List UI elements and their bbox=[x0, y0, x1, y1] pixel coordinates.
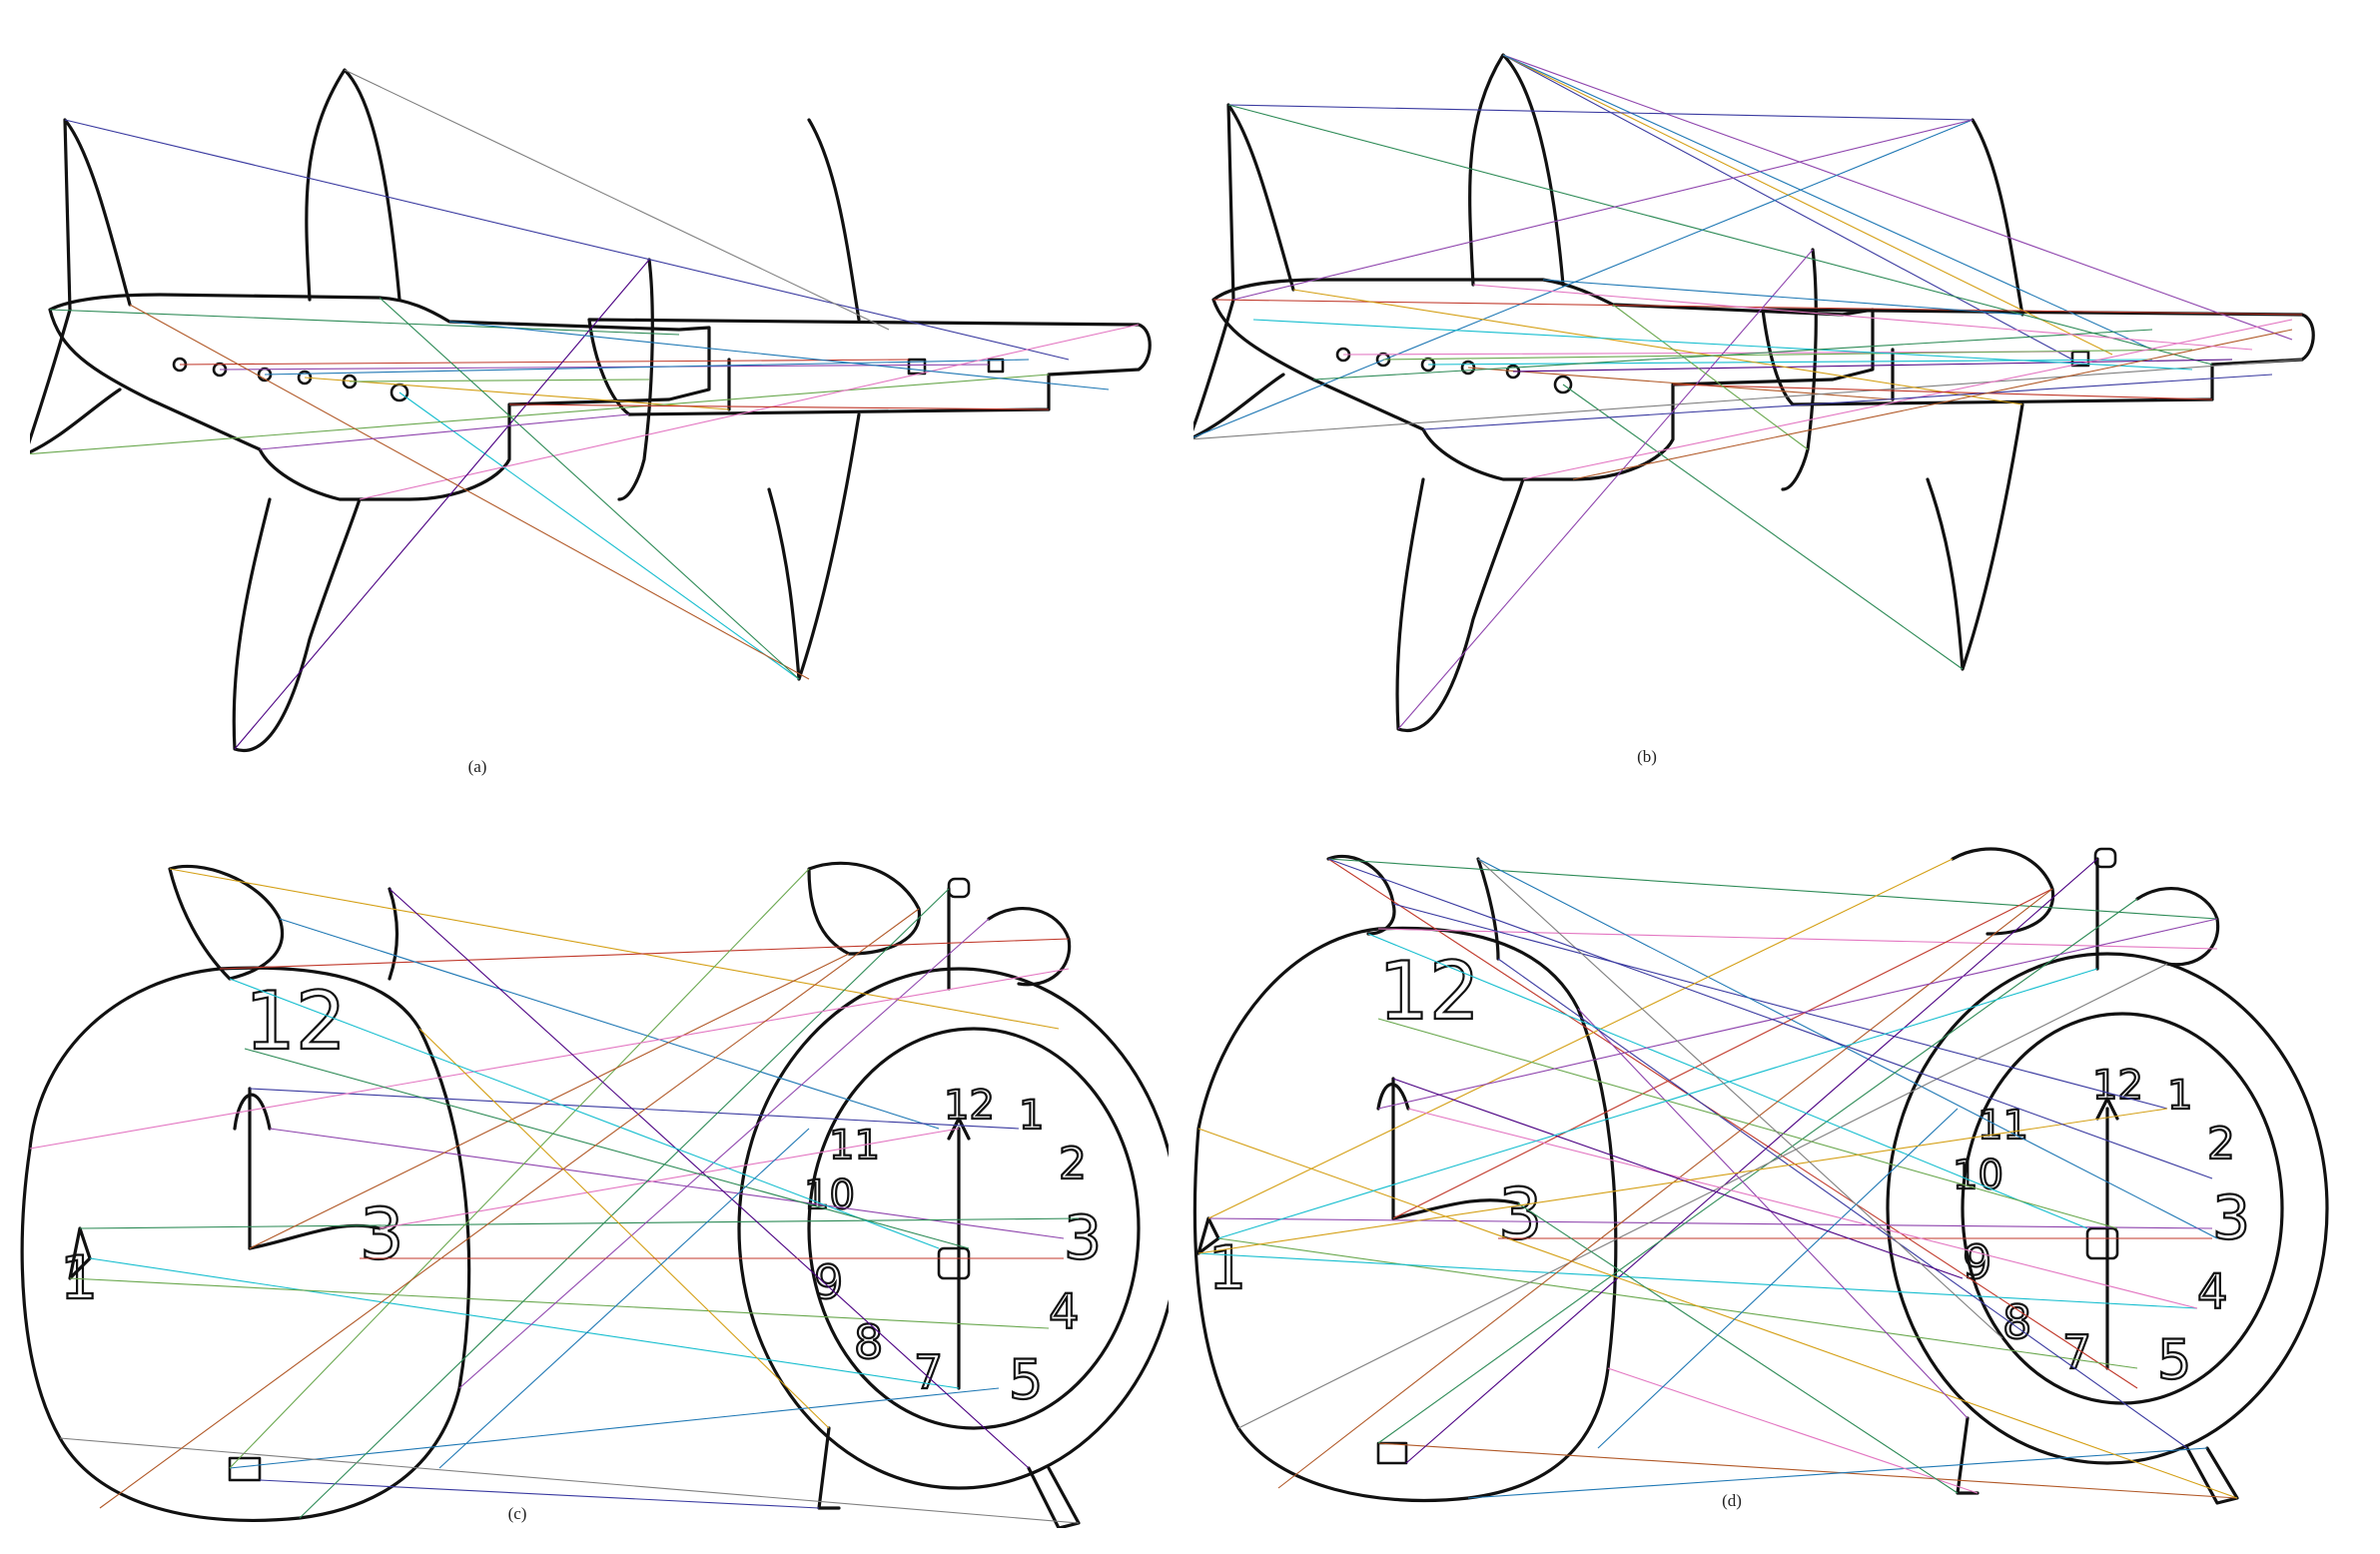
clock-left-sketch: 12 3 1 bbox=[20, 864, 471, 1522]
clock-numeral-4: 4 bbox=[1049, 1284, 1080, 1340]
clock-numeral-3: 3 bbox=[1064, 1203, 1102, 1273]
caption-b: (b) bbox=[1637, 747, 1657, 766]
clock-numeral-2: 2 bbox=[1059, 1139, 1087, 1189]
caption-a: (a) bbox=[467, 757, 487, 776]
caption-c: (c) bbox=[507, 1504, 527, 1523]
clock-numeral-2: 2 bbox=[2207, 1119, 2235, 1169]
clock-numeral-3: 3 bbox=[2212, 1183, 2250, 1253]
clock-numeral-11: 11 bbox=[829, 1123, 880, 1168]
panel-d-clock-matches: 12 3 1 12 1 2 3 4 5 7 8 9 10 11 bbox=[1179, 829, 2367, 1508]
clock-left-sketch: 12 3 1 bbox=[1192, 854, 1618, 1503]
left-numeral-1: 1 bbox=[1208, 1233, 1246, 1303]
match-lines-c bbox=[29, 868, 1080, 1524]
clock-numeral-12: 12 bbox=[2092, 1063, 2143, 1109]
left-numeral-3: 3 bbox=[1498, 1173, 1543, 1255]
panel-a-canvas bbox=[30, 68, 1152, 753]
clock-numeral-5: 5 bbox=[2157, 1328, 2191, 1391]
clock-numeral-9: 9 bbox=[1963, 1235, 1991, 1289]
match-lines-b bbox=[1193, 54, 2303, 730]
left-numeral-12: 12 bbox=[245, 975, 347, 1068]
clock-numeral-1: 1 bbox=[2167, 1073, 2192, 1119]
clock-numeral-10: 10 bbox=[1953, 1153, 2003, 1198]
clock-numeral-7: 7 bbox=[914, 1345, 943, 1399]
clock-numeral-9: 9 bbox=[814, 1255, 843, 1309]
clock-numeral-5: 5 bbox=[1009, 1348, 1043, 1411]
panel-a-airplane-matches bbox=[30, 60, 1179, 759]
airplane-right-sketch bbox=[587, 118, 1152, 681]
panel-c-clock-matches: 12 3 1 12 1 2 3 4 5 7 8 9 10 11 bbox=[0, 829, 1169, 1528]
clock-numeral-1: 1 bbox=[1019, 1093, 1044, 1139]
airplane-left-sketch bbox=[1193, 53, 1875, 733]
panel-c-canvas: 12 3 1 12 1 2 3 4 5 7 8 9 10 11 bbox=[20, 861, 1169, 1528]
clock-numeral-12: 12 bbox=[944, 1083, 995, 1129]
caption-d: (d) bbox=[1722, 1491, 1742, 1510]
clock-right-sketch: 12 1 2 3 4 5 7 8 9 10 11 bbox=[1886, 847, 2329, 1505]
airplane-right-sketch bbox=[1761, 118, 2315, 671]
clock-numeral-10: 10 bbox=[804, 1172, 855, 1218]
clock-numeral-4: 4 bbox=[2197, 1264, 2228, 1320]
panel-b-canvas bbox=[1193, 53, 2315, 733]
panel-d-canvas: 12 3 1 12 1 2 3 4 5 7 8 9 10 11 bbox=[1192, 847, 2329, 1505]
match-lines-d bbox=[1197, 858, 2238, 1499]
clock-right-sketch: 12 1 2 3 4 5 7 8 9 10 11 bbox=[737, 861, 1169, 1528]
match-lines-a bbox=[30, 69, 1140, 750]
clock-numeral-7: 7 bbox=[2062, 1325, 2091, 1379]
left-numeral-3: 3 bbox=[360, 1193, 404, 1275]
airplane-left-sketch bbox=[30, 68, 711, 753]
clock-numeral-8: 8 bbox=[2002, 1295, 2031, 1349]
panel-b-airplane-matches bbox=[1193, 30, 2352, 749]
